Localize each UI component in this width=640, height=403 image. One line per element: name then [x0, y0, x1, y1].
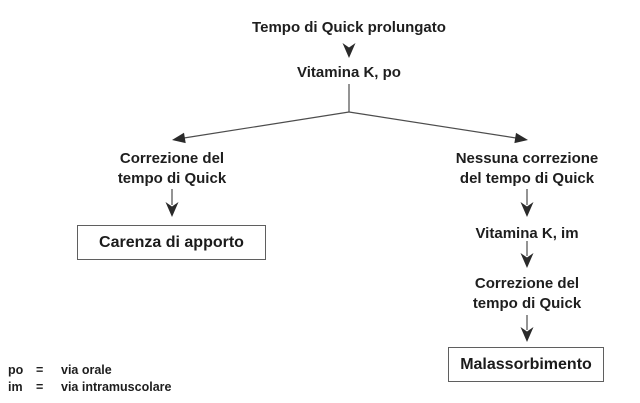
- arrow-down-icon: [520, 202, 534, 217]
- arrow-down-icon: [520, 253, 534, 268]
- box-malassorbimento: Malassorbimento: [448, 347, 604, 382]
- branch-left-line: [183, 111, 350, 139]
- box-malassorbimento-label: Malassorbimento: [460, 355, 592, 373]
- legend-meaning: via orale: [61, 363, 112, 377]
- legend: po = via orale im = via intramuscolare: [8, 362, 171, 396]
- node-correzione-left-line1: Correzione del: [119, 150, 225, 167]
- node-vitamina-k-im: Vitamina K, im: [475, 225, 579, 242]
- legend-abbr: im: [8, 380, 23, 394]
- box-carenza-di-apporto: Carenza di apporto: [77, 225, 266, 260]
- legend-abbr: po: [8, 363, 24, 377]
- legend-row-im: im = via intramuscolare: [8, 379, 171, 396]
- legend-equals: =: [36, 363, 44, 377]
- arrow-right-icon: [514, 132, 528, 144]
- node-correzione-right: Correzione del tempo di Quick: [427, 274, 627, 314]
- node-correzione-left-line2: tempo di Quick: [117, 170, 227, 187]
- node-nessuna-correzione-line1: Nessuna correzione: [455, 150, 599, 167]
- node-nessuna-correzione-line2: del tempo di Quick: [459, 170, 595, 187]
- node-correzione-right-line2: tempo di Quick: [472, 295, 582, 312]
- node-correzione-left: Correzione del tempo di Quick: [72, 149, 272, 189]
- node-nessuna-correzione: Nessuna correzione del tempo di Quick: [427, 149, 627, 189]
- node-correzione-right-line1: Correzione del: [474, 275, 580, 292]
- arrow-down-icon: [520, 327, 534, 342]
- legend-equals: =: [36, 380, 44, 394]
- arrow-down-icon: [342, 43, 356, 58]
- legend-meaning: via intramuscolare: [61, 380, 172, 394]
- branch-right-line: [348, 111, 517, 139]
- box-carenza-label: Carenza di apporto: [99, 233, 244, 251]
- arrow-left-icon: [172, 132, 186, 144]
- node-root: Tempo di Quick prolungato: [252, 19, 446, 36]
- legend-row-po: po = via orale: [8, 362, 171, 379]
- node-vitamina-k-po: Vitamina K, po: [297, 64, 401, 81]
- arrow-down-icon: [165, 202, 179, 217]
